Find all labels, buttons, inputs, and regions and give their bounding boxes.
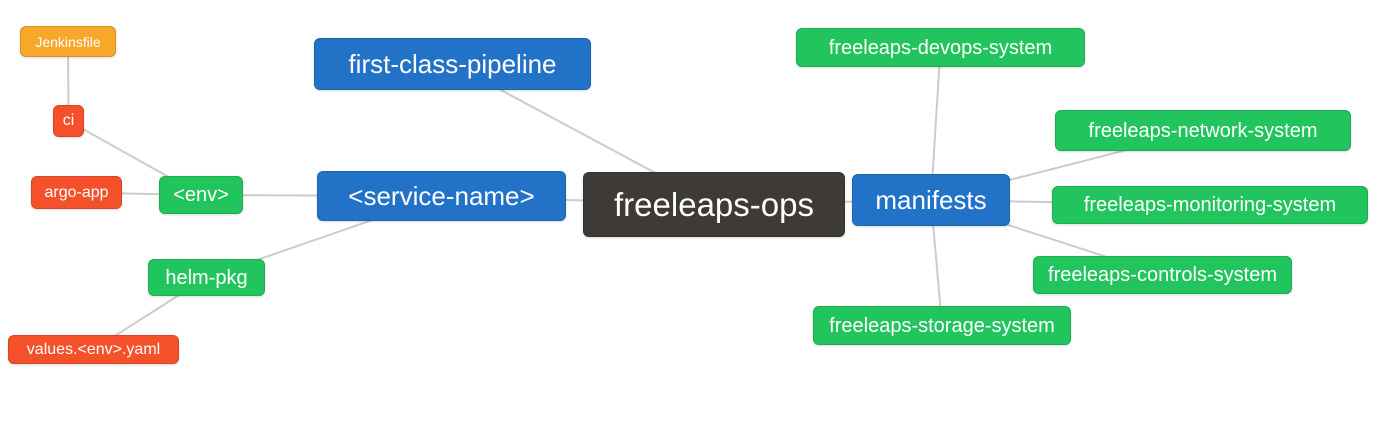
mindmap-node-storage-system[interactable]: freeleaps-storage-system (813, 306, 1071, 345)
mindmap-node-jenkinsfile[interactable]: Jenkinsfile (20, 26, 116, 57)
mindmap-node-helm-pkg[interactable]: helm-pkg (148, 259, 265, 296)
mindmap-node-devops-system[interactable]: freeleaps-devops-system (796, 28, 1085, 67)
mindmap-node-ci[interactable]: ci (53, 105, 84, 137)
mindmap-node-manifests[interactable]: manifests (852, 174, 1010, 226)
mindmap-node-service-name[interactable]: <service-name> (317, 171, 566, 221)
mindmap-node-values-env-yaml[interactable]: values.<env>.yaml (8, 335, 179, 364)
mindmap-node-network-system[interactable]: freeleaps-network-system (1055, 110, 1351, 151)
mindmap-node-env[interactable]: <env> (159, 176, 243, 214)
mindmap-node-argo-app[interactable]: argo-app (31, 176, 122, 209)
mindmap-node-monitoring-system[interactable]: freeleaps-monitoring-system (1052, 186, 1368, 224)
mindmap-node-first-class-pipeline[interactable]: first-class-pipeline (314, 38, 591, 90)
mindmap-node-freeleaps-ops[interactable]: freeleaps-ops (583, 172, 845, 237)
mindmap-node-controls-system[interactable]: freeleaps-controls-system (1033, 256, 1292, 294)
